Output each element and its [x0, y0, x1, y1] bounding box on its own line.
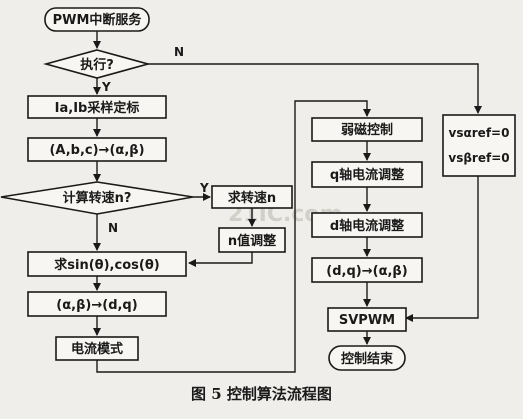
node-v-alpha-label: vsαref=0 [449, 126, 510, 140]
figure-caption: 图 5 控制算法流程图 [191, 385, 332, 403]
edge-adjust-to-sincos [188, 252, 253, 267]
edge-current-to-flux [96, 100, 371, 373]
node-q-current: q轴电流调整 [311, 161, 423, 188]
node-n-adjust-label: n值调整 [228, 233, 277, 249]
node-sample: Ia,Ib采样定标 [27, 95, 167, 119]
node-current-model-label: 电流模式 [71, 341, 123, 357]
node-current-model: 电流模式 [55, 336, 139, 361]
node-dq-to-ab: (d,q)→(α,β) [311, 257, 423, 283]
node-d-current-label: d轴电流调整 [330, 218, 405, 234]
edge-execute-no [148, 63, 482, 114]
node-ab-to-dq-label: (α,β)→(d,q) [56, 298, 137, 313]
node-flux-weaken-label: 弱磁控制 [341, 122, 393, 138]
decision-calc-speed-label: 计算转速n? [63, 190, 132, 206]
node-v-beta-label: vsβref=0 [448, 151, 509, 165]
node-n-adjust: n值调整 [218, 227, 286, 253]
node-abc-to-ab-label: (A,b,c)→(α,β) [49, 143, 144, 158]
node-sin-cos: 求sin(θ),cos(θ) [27, 251, 187, 277]
label-execute-yes: Y [101, 80, 111, 94]
node-d-current: d轴电流调整 [311, 212, 423, 238]
node-pwm-service-label: PWM中断服务 [53, 12, 143, 28]
node-q-current-label: q轴电流调整 [330, 167, 405, 183]
node-ab-to-dq: (α,β)→(d,q) [27, 291, 167, 317]
label-calc-yes: Y [199, 181, 209, 195]
node-sample-label: Ia,Ib采样定标 [55, 100, 140, 116]
node-find-speed: 求转速n [211, 185, 293, 209]
decision-execute-label: 执行? [80, 57, 114, 73]
label-execute-no: N [174, 45, 184, 59]
node-pwm-service: PWM中断服务 [44, 7, 150, 32]
decision-calc-speed: 计算转速n? [0, 181, 194, 215]
node-sin-cos-label: 求sin(θ),cos(θ) [54, 257, 159, 273]
node-find-speed-label: 求转速n [228, 190, 276, 206]
node-svpwm-label: SVPWM [339, 313, 395, 328]
label-calc-no: N [108, 221, 118, 235]
node-flux-weaken: 弱磁控制 [311, 117, 423, 142]
node-end-label: 控制结束 [341, 351, 394, 367]
edge-vref-to-svpwm [405, 176, 479, 322]
node-dq-to-ab-label: (d,q)→(α,β) [326, 264, 407, 279]
node-end: 控制结束 [328, 345, 406, 371]
decision-execute: 执行? [42, 49, 152, 79]
node-svpwm: SVPWM [327, 307, 407, 332]
node-abc-to-ab: (A,b,c)→(α,β) [27, 137, 167, 162]
node-vref-zero: vsαref=0 vsβref=0 [442, 114, 516, 177]
